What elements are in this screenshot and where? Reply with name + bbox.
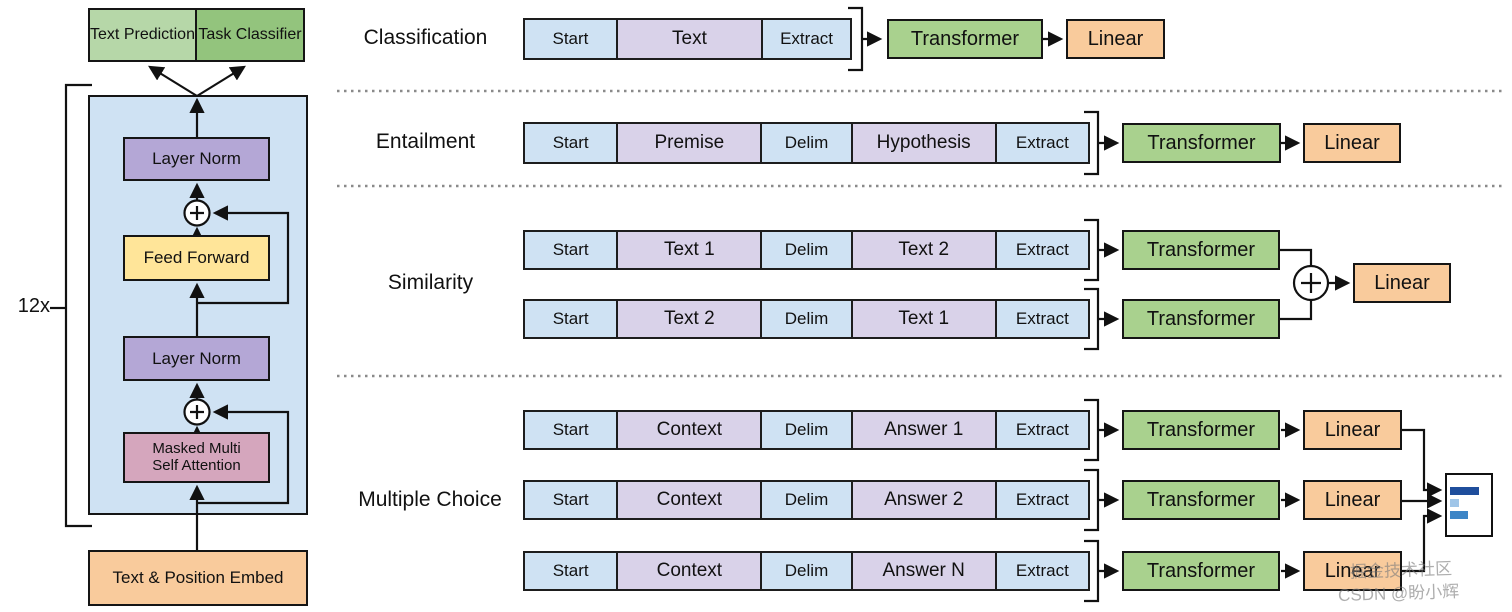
transformer-label: Transformer	[1146, 307, 1256, 330]
linear-label: Linear	[1324, 418, 1381, 441]
linear-label: Linear	[1374, 271, 1430, 294]
linear-label: Linear	[1324, 131, 1380, 154]
classification-linear-node: Linear	[1066, 19, 1165, 59]
transformer-label: Transformer	[1146, 488, 1256, 511]
layer-norm-top-label: Layer Norm	[152, 149, 241, 169]
layer-norm-bottom-block: Layer Norm	[123, 336, 270, 381]
token-text1: Text 1	[850, 301, 995, 337]
token-delim: Delim	[760, 124, 851, 162]
token-context: Context	[616, 482, 761, 518]
similarity-transformer-node-1: Transformer	[1122, 230, 1280, 270]
multiple-choice-token-strip-2: Start Context Delim Answer 2 Extract	[523, 480, 1090, 520]
token-answer2: Answer 2	[850, 482, 995, 518]
similarity-token-strip-2: Start Text 2 Delim Text 1 Extract	[523, 299, 1090, 339]
classification-transformer-node: Transformer	[887, 19, 1043, 59]
token-extract: Extract	[994, 412, 1089, 448]
probability-bar-2	[1450, 499, 1459, 507]
token-extract: Extract	[994, 301, 1089, 337]
token-extract: Extract	[994, 553, 1089, 589]
token-context: Context	[616, 553, 761, 589]
transformer-label: Transformer	[910, 27, 1020, 50]
entailment-transformer-node: Transformer	[1122, 123, 1281, 163]
masked-self-attention-block: Masked Multi Self Attention	[123, 432, 270, 483]
token-answer1: Answer 1	[850, 412, 995, 448]
similarity-transformer-node-2: Transformer	[1122, 299, 1280, 339]
token-start: Start	[525, 553, 617, 589]
token-delim: Delim	[760, 412, 851, 448]
entailment-linear-node: Linear	[1303, 123, 1401, 163]
token-start: Start	[525, 124, 617, 162]
feed-forward-label: Feed Forward	[143, 248, 250, 268]
embed-label: Text & Position Embed	[112, 568, 284, 588]
text-prediction-head: Text Prediction	[88, 8, 197, 62]
layer-norm-bottom-label: Layer Norm	[152, 348, 241, 368]
token-extract: Extract	[994, 232, 1089, 268]
layer-norm-top-block: Layer Norm	[123, 137, 270, 181]
token-premise: Premise	[616, 124, 761, 162]
token-text: Text	[615, 20, 762, 58]
token-context: Context	[616, 412, 761, 448]
linear-label: Linear	[1324, 559, 1381, 582]
multiple-choice-transformer-node-2: Transformer	[1122, 480, 1280, 520]
task-classifier-head: Task Classifier	[195, 8, 305, 62]
linear-label: Linear	[1087, 27, 1144, 50]
transformer-label: Transformer	[1146, 559, 1256, 582]
token-extract: Extract	[994, 482, 1089, 518]
text-prediction-label: Text Prediction	[90, 26, 195, 44]
feed-forward-block: Feed Forward	[123, 235, 270, 281]
token-text2: Text 2	[616, 301, 761, 337]
multiple-choice-task-label: Multiple Choice	[358, 488, 502, 511]
token-extract: Extract	[761, 20, 851, 58]
multiple-choice-token-strip-3: Start Context Delim Answer N Extract	[523, 551, 1090, 591]
token-text1: Text 1	[616, 232, 761, 268]
token-start: Start	[525, 232, 617, 268]
classification-task-label: Classification	[363, 26, 488, 49]
token-start: Start	[525, 20, 616, 58]
token-start: Start	[525, 482, 617, 518]
multiple-choice-transformer-node-1: Transformer	[1122, 410, 1280, 450]
masked-attention-line1: Masked Multi	[152, 439, 241, 457]
transformer-label: Transformer	[1147, 131, 1256, 154]
token-answerN: Answer N	[850, 553, 995, 589]
token-extract: Extract	[994, 124, 1089, 162]
token-start: Start	[525, 301, 617, 337]
token-delim: Delim	[760, 232, 851, 268]
multiple-choice-transformer-node-3: Transformer	[1122, 551, 1280, 591]
probability-bar-1	[1450, 487, 1479, 495]
transformer-label: Transformer	[1146, 418, 1256, 441]
entailment-token-strip: Start Premise Delim Hypothesis Extract	[523, 122, 1090, 164]
token-delim: Delim	[760, 301, 851, 337]
token-hypothesis: Hypothesis	[850, 124, 995, 162]
entailment-task-label: Entailment	[375, 130, 476, 153]
probability-bar-3	[1450, 511, 1468, 519]
linear-label: Linear	[1324, 488, 1381, 511]
multiple-choice-token-strip-1: Start Context Delim Answer 1 Extract	[523, 410, 1090, 450]
probability-bars-chart	[1445, 473, 1493, 537]
similarity-task-label: Similarity	[387, 271, 474, 294]
multiple-choice-linear-node-1: Linear	[1303, 410, 1402, 450]
multiple-choice-linear-node-2: Linear	[1303, 480, 1402, 520]
token-start: Start	[525, 412, 617, 448]
repeat-12x-label: 12x	[17, 295, 50, 317]
multiple-choice-linear-node-3: Linear	[1303, 551, 1402, 591]
watermark-csdn: CSDN @盼小辉	[1337, 581, 1460, 606]
token-delim: Delim	[760, 482, 851, 518]
text-position-embed-block: Text & Position Embed	[88, 550, 308, 606]
token-text2: Text 2	[850, 232, 995, 268]
transformer-label: Transformer	[1146, 238, 1256, 261]
classification-token-strip: Start Text Extract	[523, 18, 852, 60]
similarity-linear-node: Linear	[1353, 263, 1451, 303]
task-classifier-label: Task Classifier	[198, 26, 302, 44]
masked-attention-line2: Self Attention	[152, 456, 241, 474]
token-delim: Delim	[760, 553, 851, 589]
similarity-token-strip-1: Start Text 1 Delim Text 2 Extract	[523, 230, 1090, 270]
